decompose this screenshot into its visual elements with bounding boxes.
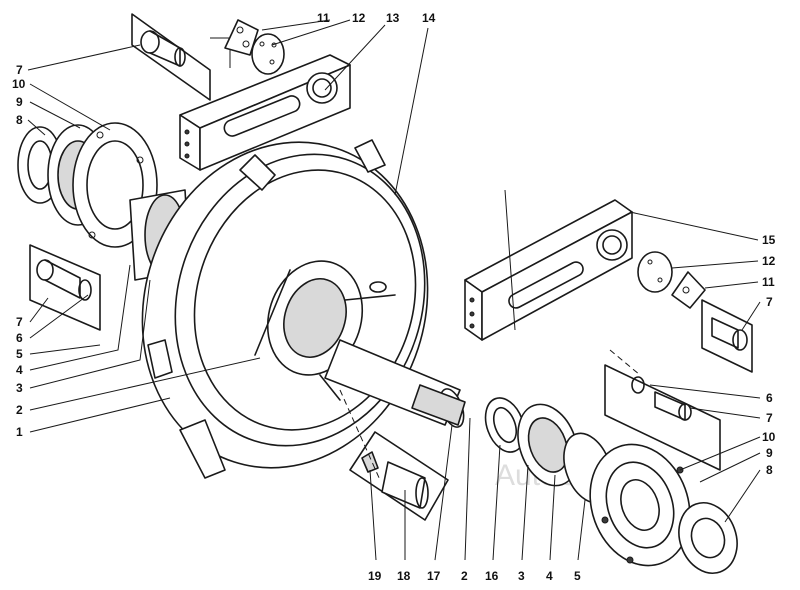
callout-13: 13 [386, 11, 400, 25]
callout-8-left: 8 [16, 113, 23, 127]
bracket-beam-right [464, 199, 633, 341]
callout-4-left: 4 [16, 363, 23, 377]
inset-pin-right [604, 364, 721, 471]
bearing-right [517, 403, 579, 487]
callout-7-top-left: 7 [16, 63, 23, 77]
callout-9-left: 9 [16, 95, 23, 109]
callout-10-right: 10 [762, 430, 776, 444]
bracket-beam-top [179, 54, 351, 171]
inset-bolt-left [29, 244, 101, 331]
callout-1: 1 [16, 425, 23, 439]
callout-7-right: 7 [766, 411, 773, 425]
callout-9-right: 9 [766, 446, 773, 460]
callout-labels: 11 12 13 14 7 10 9 8 7 6 5 4 3 2 1 15 12… [12, 11, 776, 583]
cover-disc-top [251, 33, 285, 75]
hub-flange-right [589, 443, 691, 567]
idler-wheel [141, 139, 429, 479]
callout-10-left: 10 [12, 77, 26, 91]
callout-19: 19 [368, 569, 382, 583]
leader-lines [27, 19, 761, 561]
inset-bolt-top [131, 13, 211, 101]
callout-6-left: 6 [16, 331, 23, 345]
callout-14: 14 [422, 11, 436, 25]
callout-12-top: 12 [352, 11, 366, 25]
callout-18: 18 [397, 569, 411, 583]
callout-2-bottom: 2 [461, 569, 468, 583]
callout-8-right: 8 [766, 463, 773, 477]
inset-cap-bottom [349, 431, 449, 521]
central-axle [324, 339, 466, 428]
callout-2-left: 2 [16, 403, 23, 417]
frame-line-right [504, 189, 516, 331]
callout-15: 15 [762, 233, 776, 247]
callout-11-right: 11 [762, 275, 775, 289]
callout-16: 16 [485, 569, 499, 583]
spacer-ring [484, 397, 526, 453]
callout-5-left: 5 [16, 347, 23, 361]
callout-4-bottom: 4 [546, 569, 553, 583]
callout-17: 17 [427, 569, 441, 583]
lock-plate-right [671, 271, 706, 309]
outer-cover-right [678, 502, 738, 574]
callout-7-left: 7 [16, 315, 23, 329]
inset-bolt-right [701, 299, 753, 373]
axis-line-right [609, 349, 641, 376]
callout-3-bottom: 3 [518, 569, 525, 583]
callout-11-top: 11 [317, 11, 330, 25]
lock-plate-top [224, 19, 259, 56]
callout-3-left: 3 [16, 381, 23, 395]
cover-disc-right [637, 251, 673, 293]
callout-5-bottom: 5 [574, 569, 581, 583]
callout-6-right: 6 [766, 391, 773, 405]
callout-12-right: 12 [762, 254, 776, 268]
callout-7-right-top: 7 [766, 295, 773, 309]
axis-line-bottom [339, 389, 381, 481]
